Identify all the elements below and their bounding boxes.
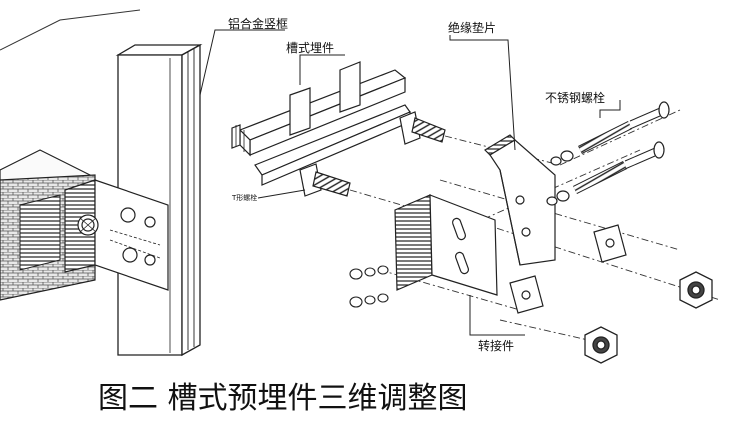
label-mullion: 铝合金竖框 [228,16,288,31]
figure-caption: 图二 槽式预埋件三维调整图 [98,381,468,416]
mounted-bracket [64,179,169,291]
label-channel-embed: 槽式埋件 [286,41,334,55]
channel-embed [231,61,411,186]
stainless-bolt-lower [546,141,665,206]
t-bolt-upper [399,111,446,145]
stainless-bolt-upper [550,101,670,166]
insulation-pad [484,134,556,266]
hex-nut-bottom [584,326,618,364]
label-t-bolt: T形螺栓 [231,193,257,202]
label-insulation-pad: 绝缘垫片 [448,20,496,35]
leader-lines [199,29,621,336]
adapter-bracket [394,194,498,296]
label-ss-bolt: 不锈钢螺栓 [545,90,605,105]
t-bolt-lower [299,163,351,197]
label-adapter: 转接件 [478,338,514,353]
hex-nut-right [679,271,713,309]
left-nuts-washers [349,265,389,308]
square-washers [509,224,627,314]
